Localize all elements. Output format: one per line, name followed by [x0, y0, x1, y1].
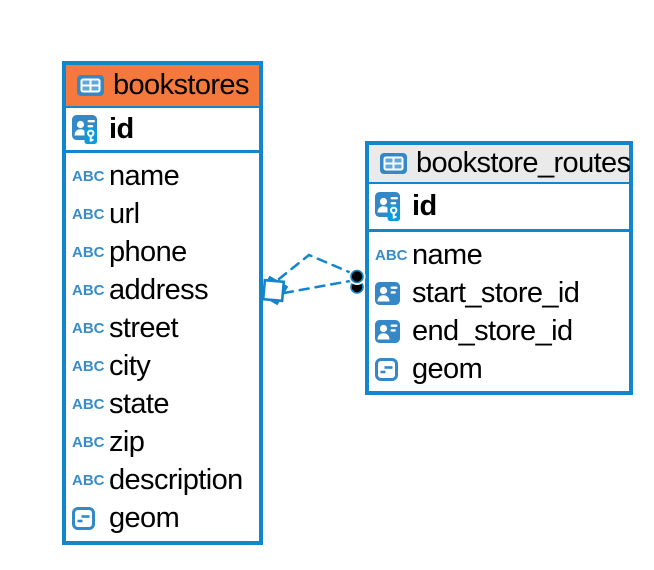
table-icon [77, 75, 104, 96]
table-icon [380, 153, 407, 174]
table-header-bookstores[interactable]: bookstores [66, 65, 259, 106]
header-divider [66, 106, 259, 108]
geometry-icon [72, 506, 106, 530]
geometry-icon [375, 357, 409, 381]
varchar-icon: ABC [72, 167, 105, 185]
column-name: geom [412, 352, 483, 385]
table-bookstores[interactable]: bookstores id ABC [62, 61, 263, 545]
column-name: id [109, 112, 134, 145]
column-name: phone [109, 235, 187, 268]
relationship-line-straight[interactable] [282, 279, 352, 295]
foreign-key-icon [375, 319, 409, 343]
column-row-description[interactable]: ABC description [66, 461, 259, 499]
primary-key-icon [72, 114, 106, 144]
header-divider [369, 182, 629, 184]
column-name: end_store_id [412, 314, 573, 347]
varchar-icon: ABC [72, 357, 105, 375]
column-row-id[interactable]: id [66, 108, 259, 150]
column-list: ABC name start_store_id [369, 232, 629, 391]
column-row-end-store-id[interactable]: end_store_id [369, 312, 629, 350]
column-row-name[interactable]: ABC name [369, 236, 629, 274]
varchar-icon: ABC [375, 246, 408, 264]
key-divider [369, 229, 629, 232]
column-row-id[interactable]: id [369, 184, 629, 229]
column-row-zip[interactable]: ABC zip [66, 423, 259, 461]
column-row-phone[interactable]: ABC phone [66, 233, 259, 271]
relationship-endpoint-diamonds[interactable] [258, 275, 289, 306]
table-name: bookstore_routes [416, 147, 631, 179]
column-name: city [109, 349, 151, 382]
column-name: name [109, 159, 180, 192]
column-row-city[interactable]: ABC city [66, 347, 259, 385]
column-row-start-store-id[interactable]: start_store_id [369, 274, 629, 312]
table-header-bookstore-routes[interactable]: bookstore_routes [369, 145, 631, 182]
column-name: address [109, 273, 209, 306]
column-row-name[interactable]: ABC name [66, 157, 259, 195]
varchar-icon: ABC [72, 471, 105, 489]
column-list: ABC name ABC url ABC phone ABC address A… [66, 153, 259, 541]
varchar-icon: ABC [72, 433, 105, 451]
column-row-url[interactable]: ABC url [66, 195, 259, 233]
key-divider [66, 150, 259, 153]
column-name: geom [109, 501, 180, 534]
column-name: url [109, 197, 140, 230]
varchar-icon: ABC [72, 243, 105, 261]
column-row-street[interactable]: ABC street [66, 309, 259, 347]
varchar-icon: ABC [72, 205, 105, 223]
column-row-address[interactable]: ABC address [66, 271, 259, 309]
column-name: state [109, 387, 169, 420]
column-name: street [109, 311, 179, 344]
column-name: zip [109, 425, 145, 458]
relationship-endpoint-dots[interactable] [348, 268, 366, 294]
primary-key-icon [375, 192, 409, 221]
column-name: description [109, 463, 243, 496]
column-row-geom[interactable]: geom [369, 350, 629, 388]
relationship-line-elbow[interactable] [277, 253, 351, 281]
column-row-state[interactable]: ABC state [66, 385, 259, 423]
varchar-icon: ABC [72, 319, 105, 337]
table-name: bookstores [113, 69, 249, 101]
column-row-geom[interactable]: geom [66, 499, 259, 537]
foreign-key-icon [375, 281, 409, 305]
column-name: start_store_id [412, 276, 580, 309]
varchar-icon: ABC [72, 281, 105, 299]
column-name: id [412, 190, 437, 222]
column-name: name [412, 238, 483, 271]
table-bookstore-routes[interactable]: bookstore_routes id [365, 141, 633, 395]
varchar-icon: ABC [72, 395, 105, 413]
